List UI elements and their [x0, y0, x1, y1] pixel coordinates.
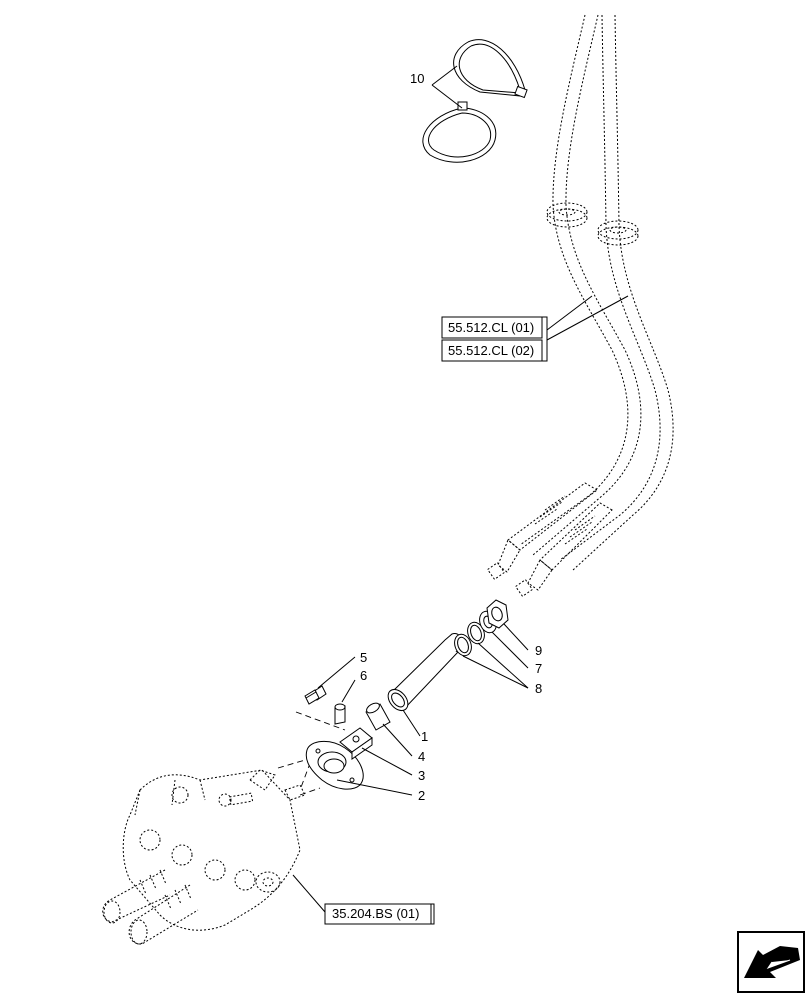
- o-ring-part-8: [454, 633, 472, 657]
- hose-fitting: [514, 502, 613, 598]
- callout-5: 5: [360, 650, 367, 665]
- reference-label: 55.512.CL (02): [448, 343, 534, 358]
- pin-part-6: [334, 703, 346, 725]
- control-valve-block: [102, 769, 306, 945]
- callout-1: 1: [421, 729, 428, 744]
- reference-box-35-204-bs-01[interactable]: 35.204.BS (01): [324, 903, 432, 925]
- hose-grommet: [597, 220, 639, 246]
- reference-leader-bs: [292, 874, 326, 913]
- reference-label: 55.512.CL (01): [448, 320, 534, 335]
- callout-9: 9: [535, 643, 542, 658]
- cable-tie-part-10: [422, 39, 528, 163]
- callout-4: 4: [418, 749, 425, 764]
- o-ring-part-8b: [467, 621, 485, 645]
- reference-box-55-512-cl-01[interactable]: 55.512.CL (01): [441, 316, 543, 339]
- reference-box-55-512-cl-02[interactable]: 55.512.CL (02): [441, 339, 543, 362]
- bushing-part-4: [365, 702, 391, 731]
- nut-part-9: [486, 599, 509, 629]
- sleeve-part-1: [387, 633, 463, 712]
- callout-2: 2: [418, 788, 425, 803]
- callout-6: 6: [360, 668, 367, 683]
- hydraulic-hoses: [519, 14, 674, 571]
- reference-leaders: [546, 295, 629, 341]
- callout-7: 7: [535, 661, 542, 676]
- callout-3: 3: [418, 768, 425, 783]
- arrow-left-in-box-icon[interactable]: [737, 931, 805, 993]
- hose-grommet: [546, 202, 588, 228]
- reference-bracket: [431, 903, 435, 925]
- reference-label: 35.204.BS (01): [332, 906, 419, 921]
- callout-8: 8: [535, 681, 542, 696]
- reference-bracket: [542, 316, 548, 362]
- callout-10: 10: [410, 71, 424, 86]
- screw-part-5: [304, 685, 327, 705]
- callout-leaders: [317, 65, 529, 796]
- hose-fitting: [486, 482, 598, 581]
